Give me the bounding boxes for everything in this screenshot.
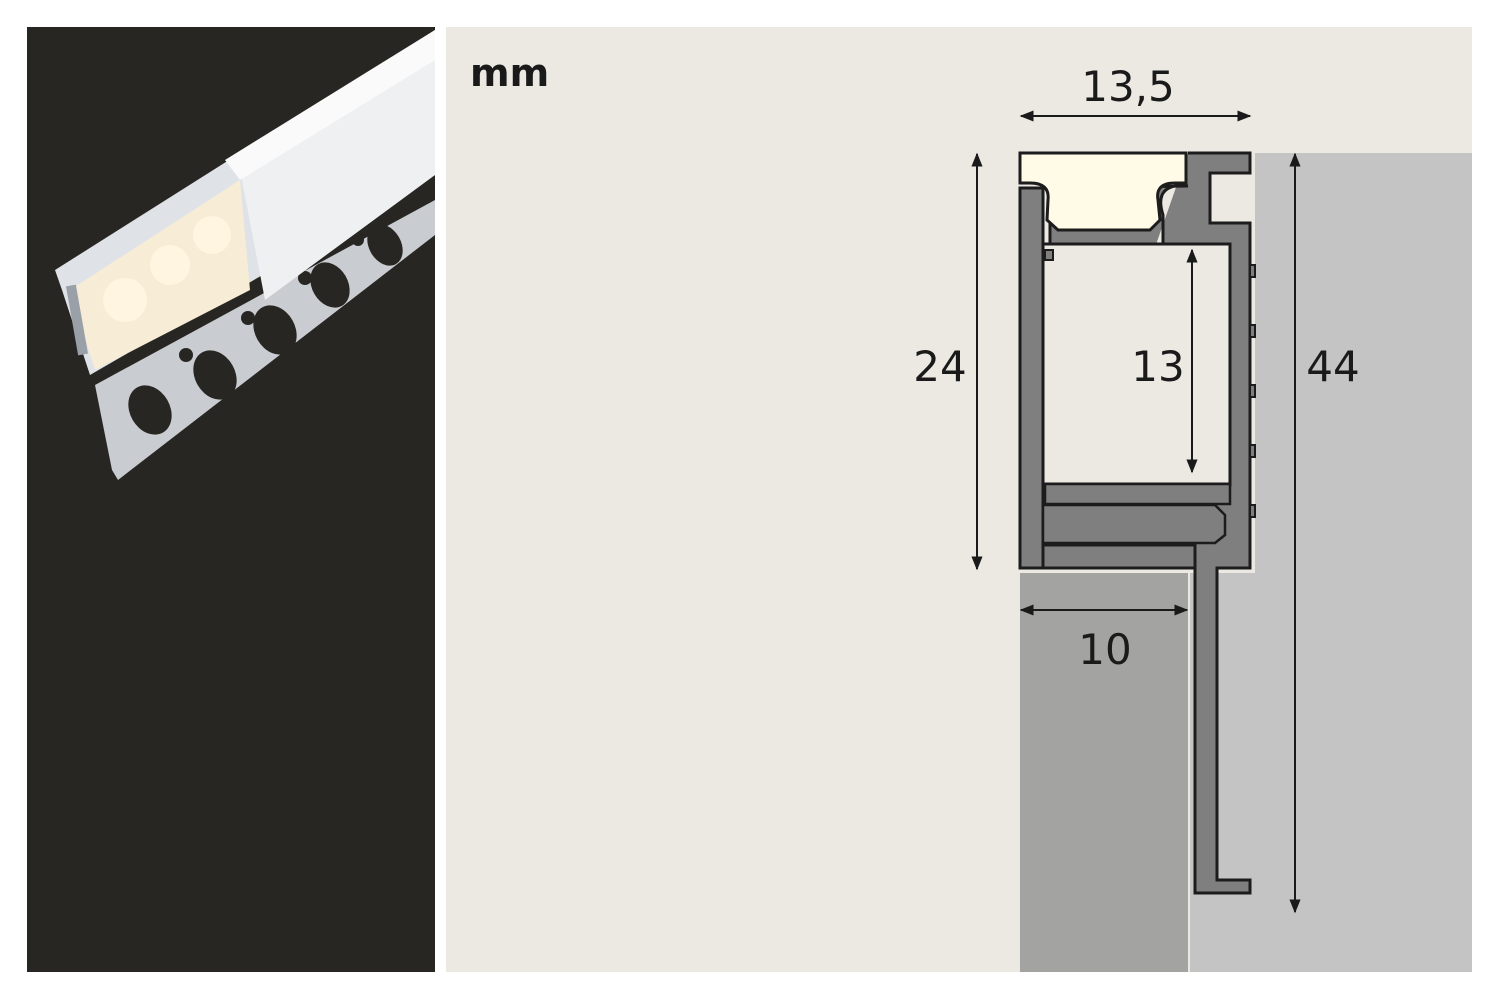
technical-drawing: mm 13,5 24 13 44 10 [446,27,1472,972]
dim-width-top: 13,5 [1081,62,1175,111]
dim-height-total: 44 [1306,342,1359,391]
dim-height-profile: 24 [913,342,966,391]
led-glow [103,216,231,322]
wall-right [1255,153,1472,972]
product-photo [27,27,435,972]
diffuser-cover [1018,151,1188,232]
wall-lower [1020,573,1188,972]
dim-height-inner: 13 [1131,342,1184,391]
dim-width-base: 10 [1078,625,1131,674]
unit-label: mm [470,51,549,95]
